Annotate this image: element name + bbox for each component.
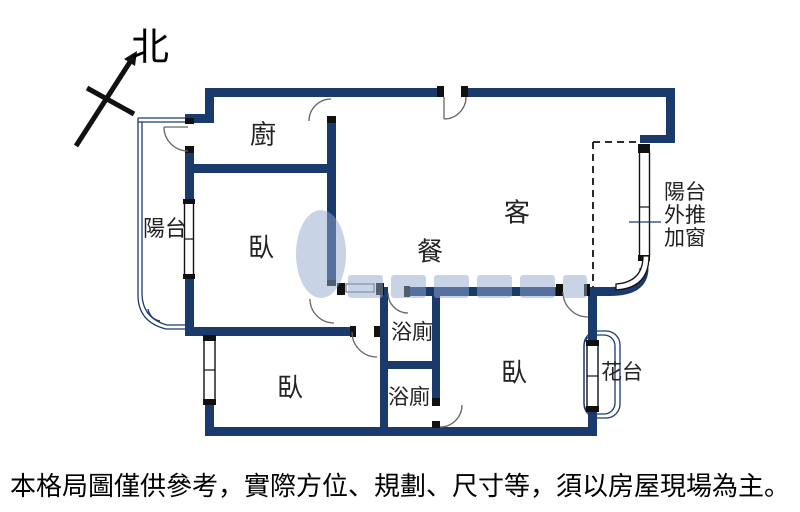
- room-label-bedroom-2: 臥: [276, 373, 304, 404]
- disclaimer-text: 本格局圖僅供參考，實際方位、規劃、尺寸等，須以房屋現場為主。: [9, 472, 790, 502]
- room-label-dining: 餐: [416, 237, 444, 268]
- room-label-living: 客: [503, 198, 531, 229]
- dashed-boundary: [592, 141, 639, 287]
- room-label-bedroom-1: 臥: [247, 233, 275, 264]
- windows-layer: [183, 144, 651, 412]
- balcony-note: 陽台 外推 加窗: [664, 181, 706, 250]
- north-arrow-icon: [73, 51, 137, 148]
- balcony-note-line-3: 加窗: [664, 226, 706, 250]
- flower-bed-outline: [583, 330, 621, 419]
- room-label-bathroom-1: 浴廁: [391, 320, 433, 344]
- watermark: [296, 210, 587, 298]
- room-label-flower-bed: 花台: [601, 360, 643, 384]
- room-label-kitchen: 廚: [249, 120, 277, 151]
- room-label-balcony: 陽台: [142, 217, 188, 242]
- balcony-note-line-1: 陽台: [664, 180, 706, 204]
- room-label-bedroom-3: 臥: [500, 358, 528, 389]
- room-label-bathroom-2: 浴廁: [388, 385, 430, 409]
- balcony-note-line-2: 外推: [664, 203, 706, 227]
- north-label: 北: [131, 25, 170, 69]
